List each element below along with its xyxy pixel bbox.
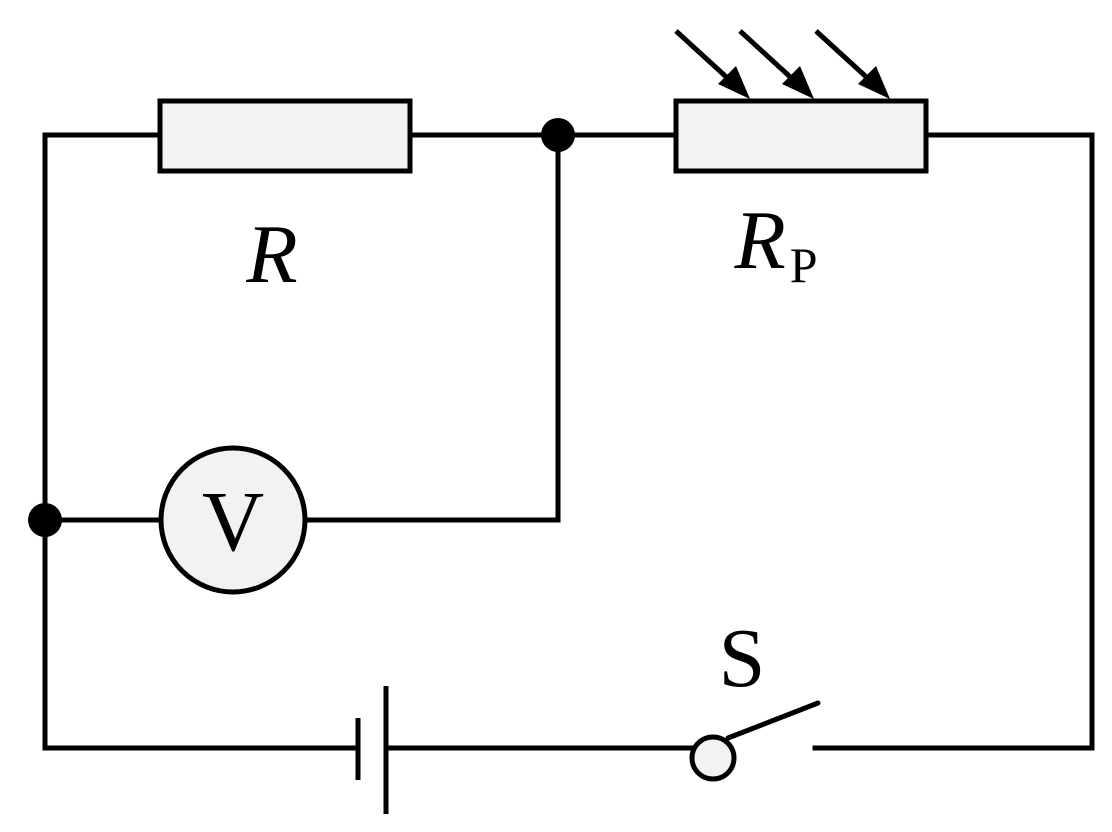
resistor-r-label: R bbox=[245, 208, 297, 301]
photoresistor-rp-body bbox=[673, 98, 929, 174]
voltmeter-body bbox=[158, 445, 308, 595]
light-arrows bbox=[674, 29, 890, 99]
photoresistor-rp: RP bbox=[673, 29, 929, 293]
wire-top-left bbox=[42, 132, 163, 523]
resistor-r-body bbox=[157, 98, 413, 174]
light-arrow-3-head bbox=[858, 66, 890, 99]
photoresistor-rp-label-main: R bbox=[733, 194, 785, 287]
light-arrow-1-head bbox=[718, 66, 750, 99]
junction-top bbox=[541, 118, 575, 152]
photoresistor-rp-label: RP bbox=[733, 194, 817, 293]
light-arrow-2-head bbox=[782, 66, 814, 99]
resistor-r: R bbox=[157, 98, 413, 301]
photoresistor-rp-label-sub: P bbox=[790, 237, 818, 293]
light-arrow-1-shaft bbox=[674, 29, 736, 86]
voltmeter: V bbox=[158, 445, 308, 595]
light-arrow-3-shaft bbox=[814, 29, 876, 86]
voltmeter-symbol: V bbox=[202, 473, 264, 569]
light-arrow-2-shaft bbox=[738, 29, 800, 86]
wire-bottom-left bbox=[42, 517, 361, 751]
wires bbox=[42, 132, 1095, 751]
switch-s: S bbox=[689, 612, 821, 782]
switch-s-pivot bbox=[689, 734, 737, 782]
battery bbox=[355, 686, 389, 814]
wire-right-rail bbox=[812, 132, 1095, 751]
switch-s-label: S bbox=[719, 612, 766, 705]
wire-voltmeter-right bbox=[303, 132, 561, 523]
switch-s-lever bbox=[725, 700, 821, 741]
junction-left bbox=[28, 503, 62, 537]
